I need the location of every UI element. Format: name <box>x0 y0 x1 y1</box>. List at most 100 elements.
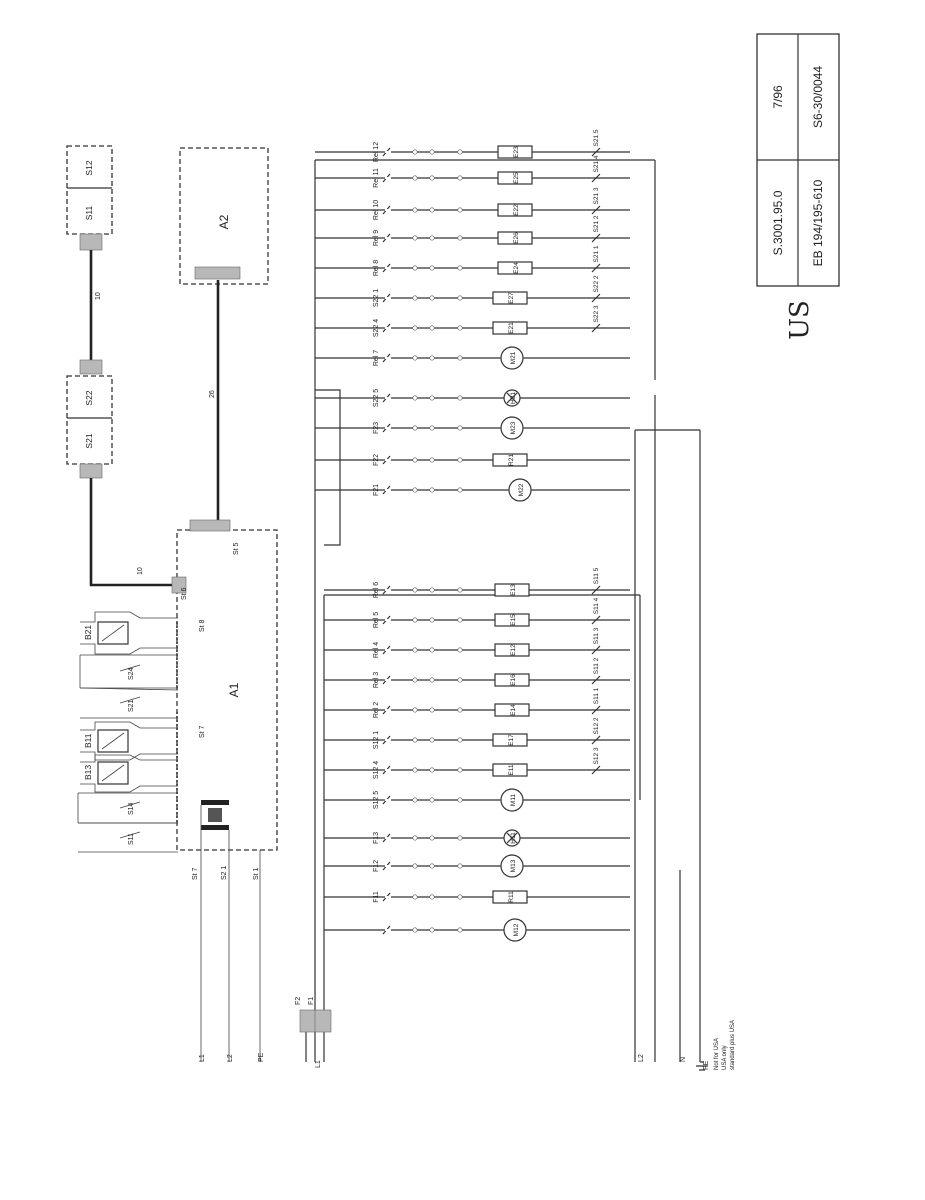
plug-st6 <box>171 576 187 594</box>
load-e26: E26 <box>497 231 533 245</box>
load-h21: H21 <box>503 389 521 407</box>
load-r11: R11 <box>492 890 528 904</box>
switch-unit-s21-s22: S21 S22 <box>66 359 113 479</box>
ladder-rung <box>324 925 630 935</box>
rung-label: F13 <box>373 832 380 844</box>
rung-label: Rel 9 <box>373 230 380 246</box>
sensor-b21: B21 <box>80 611 178 655</box>
rung-label: F22 <box>373 454 380 466</box>
ladder-rung: F12 <box>324 860 630 872</box>
switch-s11: S11 <box>78 822 178 853</box>
rung-label: S12 1 <box>373 731 380 749</box>
ladder-rung: Rel 8 <box>315 260 630 276</box>
load-label: R21 <box>508 454 515 466</box>
ladder-rung: Rel 10 <box>315 200 630 220</box>
fuse-f2 <box>314 1009 332 1033</box>
load-label: M22 <box>518 483 525 496</box>
supply-input: F1 F2 L1 L2 N PE Not for USA USA only st… <box>295 997 736 1071</box>
load-e14: E14 <box>494 703 530 717</box>
load-label: M11 <box>510 794 517 807</box>
switch-label: S11 4 <box>593 597 600 614</box>
load-e22: E22 <box>497 203 533 217</box>
ladder-rung: Rel 12 <box>315 142 630 162</box>
load-label: E25 <box>513 172 520 184</box>
ladder-rung: S22 4 <box>315 319 630 337</box>
load-label: E14 <box>510 704 517 716</box>
switch-label: S12 3 <box>593 747 600 764</box>
plug-st5 <box>189 519 231 532</box>
load-label: E15 <box>510 614 517 626</box>
switch-contact: S11 5 <box>591 567 601 595</box>
load-label: R11 <box>508 891 515 903</box>
load-h11: H11 <box>503 829 521 847</box>
rung-label: Rel 10 <box>373 200 380 220</box>
label-supply-l2: L2 <box>227 1054 234 1062</box>
rung-label: F11 <box>373 891 380 903</box>
label-s14: S14 <box>128 802 135 815</box>
ladder-rung: Rel 3 <box>324 672 630 688</box>
label-st6: St 6 <box>181 587 188 600</box>
load-label: E24 <box>513 262 520 274</box>
switch-label: S21 1 <box>593 245 600 262</box>
rung-label: Rel 2 <box>373 702 380 718</box>
load-m11: M11 <box>500 788 524 812</box>
rung-label: F21 <box>373 484 380 496</box>
switch-label: S21 3 <box>593 187 600 204</box>
load-label: E12 <box>510 644 517 656</box>
ladder-rung: F11 <box>324 891 630 903</box>
label-supply-pe: PE <box>703 1060 710 1070</box>
load-m12: M12 <box>503 918 527 942</box>
rung-label: Rel 4 <box>373 642 380 658</box>
label-a2: A2 <box>217 214 231 229</box>
switch-contact: S21 2 <box>591 215 601 243</box>
switch-s21: S21 <box>79 687 179 719</box>
rung-label: S22 4 <box>373 319 380 337</box>
rung-label: S12 4 <box>373 761 380 779</box>
transformer-label-st1: St 1 <box>253 867 260 880</box>
model-number: EB 194/195-610 <box>811 179 825 266</box>
label-s12: S12 <box>84 160 94 175</box>
label-s21: S21 <box>84 433 94 448</box>
switch-contact: S21 1 <box>591 245 601 273</box>
load-label: M21 <box>510 351 517 364</box>
ladder-rung: S12 5 <box>324 791 630 809</box>
load-m13: M13 <box>500 854 524 878</box>
label-a1: A1 <box>227 682 241 697</box>
ladder-rung: S12 4 <box>324 761 630 779</box>
switch-label: S11 3 <box>593 627 600 644</box>
rung-label: S22 1 <box>373 289 380 307</box>
ladder-rung: Rel 9 <box>315 230 630 246</box>
label-supply-pe-top: PE <box>258 1052 265 1062</box>
switch-label: S22 3 <box>593 305 600 322</box>
load-e12: E12 <box>494 643 530 657</box>
fuse-f1 <box>299 1009 317 1033</box>
rung-label: Rel 7 <box>373 350 380 366</box>
load-e16: E16 <box>494 673 530 687</box>
load-m23: M23 <box>500 416 524 440</box>
sensor-b11: B11 <box>80 721 178 761</box>
switch-unit-s11-s12: S11 S12 <box>66 145 113 251</box>
load-e21: E21 <box>492 321 528 335</box>
ladder-rung: Rel 2 <box>324 702 630 718</box>
load-label: H21 <box>510 392 517 404</box>
load-e13: E13 <box>494 583 530 597</box>
load-label: E13 <box>510 584 517 596</box>
transformer-label-st7: St 7 <box>192 867 199 880</box>
switch-contact: S12 3 <box>591 747 601 775</box>
label-b11: B11 <box>83 733 93 748</box>
switch-label: S22 2 <box>593 275 600 292</box>
ladder-rung: S22 5 <box>315 389 630 407</box>
switch-label: S21 5 <box>593 129 600 146</box>
load-label: E11 <box>508 764 515 775</box>
label-supply-l1: L1 <box>199 1054 206 1062</box>
rung-label: Rel 5 <box>373 612 380 628</box>
rung-label: F12 <box>373 860 380 872</box>
rung-label: F23 <box>373 422 380 434</box>
switch-contact: S22 2 <box>591 275 601 303</box>
ladder-rung: S12 1 <box>324 731 630 749</box>
module-a2: A2 <box>179 147 269 285</box>
pe-note-3: standard plus USA <box>730 1020 736 1070</box>
switch-s14: S14 <box>77 792 178 824</box>
